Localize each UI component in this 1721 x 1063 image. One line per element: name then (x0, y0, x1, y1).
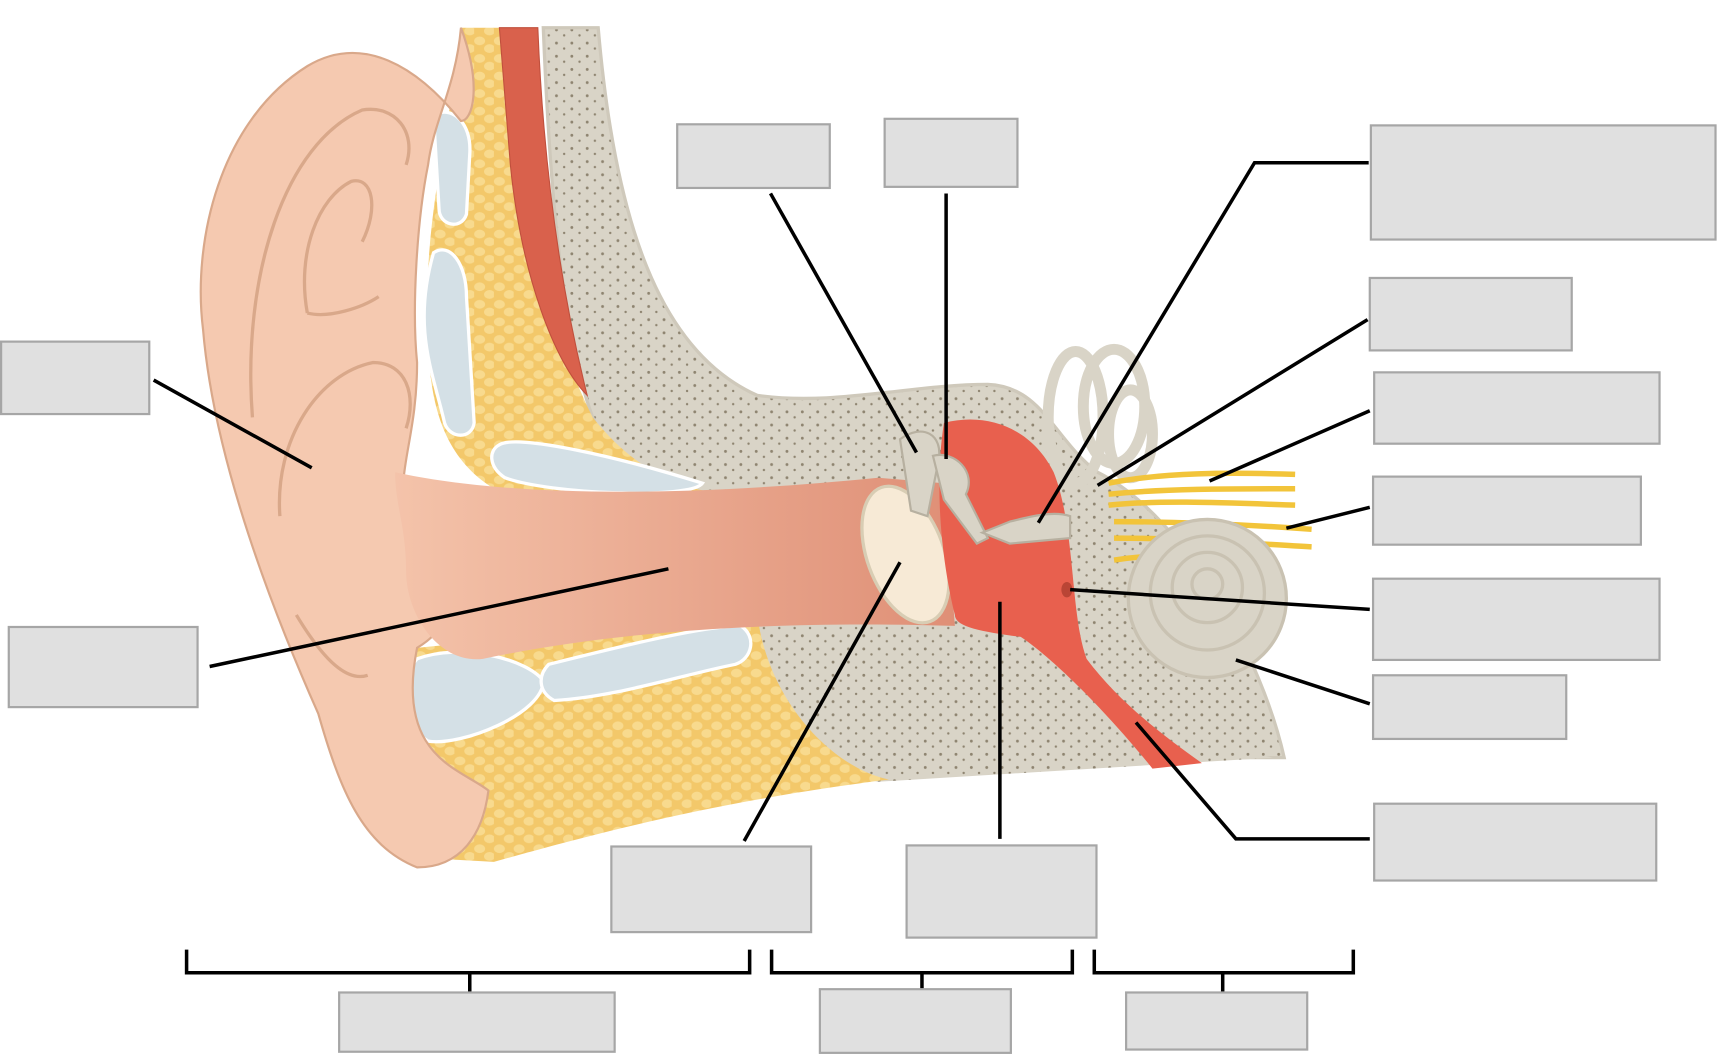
label-box-semicircular-canals[interactable] (1368, 276, 1573, 352)
label-box-cochlea[interactable] (1371, 674, 1568, 741)
label-box-pinna[interactable] (0, 340, 151, 416)
label-box-tympanic-membrane[interactable] (610, 845, 813, 934)
region-brackets (184, 949, 1356, 993)
label-box-inner-ear[interactable] (1125, 991, 1309, 1051)
outer-ear-bracket (184, 949, 752, 975)
label-box-outer-ear[interactable] (338, 991, 616, 1053)
label-box-cochlear-nerve[interactable] (1371, 475, 1642, 546)
middle-ear-bracket (769, 949, 1075, 975)
pinna-folds (249, 107, 412, 679)
ossicles (898, 430, 1072, 545)
label-box-middle-ear-cavity[interactable] (905, 844, 1098, 939)
label-box-eustachian-tube[interactable] (1373, 802, 1658, 882)
label-box-malleus[interactable] (676, 123, 831, 190)
label-box-vestibular-nerve[interactable] (1373, 371, 1661, 445)
pinna (199, 27, 490, 869)
cartilage (404, 110, 753, 744)
label-box-round-window[interactable] (1371, 577, 1661, 662)
label-boxes (0, 117, 1717, 1054)
fat-tissue-upper (427, 27, 725, 500)
round-window (1061, 581, 1073, 598)
label-box-stapes[interactable] (1369, 124, 1717, 241)
inner-ear-bracket (1092, 949, 1356, 975)
ear-canal (395, 472, 955, 660)
label-box-incus[interactable] (883, 117, 1019, 188)
temporalis-muscle (498, 27, 589, 398)
label-box-ear-canal[interactable] (7, 625, 199, 709)
leader-lines (152, 160, 1371, 842)
label-box-middle-ear[interactable] (818, 988, 1012, 1054)
